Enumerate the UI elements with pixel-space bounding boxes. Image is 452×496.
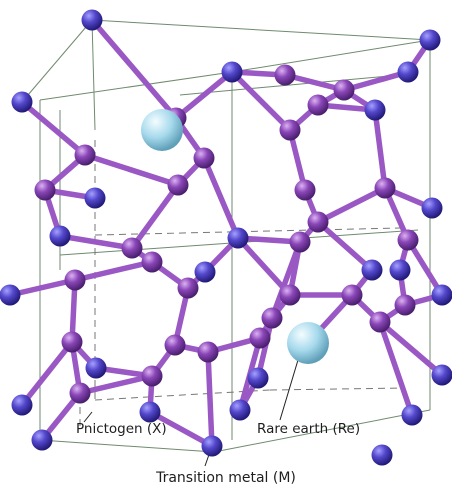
pnictogen-atom [141, 251, 163, 273]
pnictogen-atom [397, 229, 419, 251]
transition-metal-atom [201, 435, 223, 457]
bond-51 [205, 349, 215, 449]
transition-metal-atom [139, 401, 161, 423]
transition-metal-atom [11, 394, 33, 416]
bond-10 [315, 185, 388, 225]
pnictogen-atom [279, 119, 301, 141]
pnictogen-atom [307, 94, 329, 116]
pnictogen-atom [294, 179, 316, 201]
transition-metal-atom [229, 399, 251, 421]
pnictogen-atom [167, 174, 189, 196]
transition-metal-atom [401, 404, 423, 426]
pnictogen-atom [177, 277, 199, 299]
transition-metal-atom [11, 91, 33, 113]
unit-cell-dashed-edges [79, 140, 406, 430]
transition-metal-atom [221, 61, 243, 83]
pnictogen-atom [341, 284, 363, 306]
pnictogen-label: Pnictogen (X) [76, 421, 167, 437]
bond-54 [315, 219, 375, 273]
pnictogen-atom [289, 231, 311, 253]
pnictogen-atom [374, 177, 396, 199]
bond-0 [89, 17, 179, 121]
pnictogen-atom [61, 331, 83, 353]
transition-metal-atom [397, 61, 419, 83]
transition-metal-atom [49, 225, 71, 247]
bond-28 [129, 182, 181, 251]
pnictogen-atom [74, 144, 96, 166]
transition-metal-atom [361, 259, 383, 281]
bond-4 [341, 69, 411, 93]
transition-metal-atom [431, 364, 452, 386]
rare-earth-atom [141, 109, 183, 151]
bond-68 [269, 239, 303, 321]
bond-17 [405, 237, 445, 298]
bond-32 [7, 277, 78, 298]
pnictogen-atom [193, 147, 215, 169]
transition-metal-atom [247, 367, 269, 389]
bond-23 [82, 152, 181, 188]
pnictogen-atom [197, 341, 219, 363]
pnictogen-atom [333, 79, 355, 101]
bond-67 [229, 69, 293, 133]
bond-11 [372, 107, 388, 191]
pnictogen-atom [69, 382, 91, 404]
pnictogen-atom [164, 334, 186, 356]
pnictogen-atom [394, 294, 416, 316]
pnictogen-atom [249, 327, 271, 349]
bond-24 [19, 99, 88, 158]
bond-59 [377, 319, 415, 418]
bond-58 [377, 319, 445, 378]
transition-metal-atom [364, 99, 386, 121]
pnictogen-atom [34, 179, 56, 201]
pnictogen-atom [141, 365, 163, 387]
transition-metal-atom [389, 259, 411, 281]
transition-metal-atom [421, 197, 443, 219]
pnictogen-atom [307, 211, 329, 233]
bond-34 [19, 339, 75, 408]
pnictogen-atom [369, 311, 391, 333]
transition-metal-atom [31, 429, 53, 451]
rare-earth-label: Rare earth (Re) [257, 421, 361, 437]
pnictogen-atom [64, 269, 86, 291]
transition-metal-atom [85, 357, 107, 379]
bond-29 [57, 233, 135, 251]
transition-metal-atom [371, 444, 393, 466]
bond-37 [77, 373, 155, 396]
transition-metal-label: Transition metal (M) [156, 470, 296, 486]
pnictogen-atom [121, 237, 143, 259]
bond-1 [173, 69, 235, 121]
transition-metal-atom [0, 284, 21, 306]
pnictogen-atom [274, 64, 296, 86]
pnictogen-atom [261, 307, 283, 329]
bond-31 [72, 259, 155, 283]
transition-metal-atom [194, 261, 216, 283]
transition-metal-atom [227, 227, 249, 249]
transition-metal-atom [431, 284, 452, 306]
pnictogen-atom [279, 284, 301, 306]
transition-metal-atom [419, 29, 441, 51]
rare-earth-atom [287, 322, 329, 364]
atoms [0, 9, 452, 466]
bond-20 [201, 155, 241, 241]
bond-66 [147, 409, 215, 449]
transition-metal-atom [81, 9, 103, 31]
transition-metal-atom [84, 187, 106, 209]
